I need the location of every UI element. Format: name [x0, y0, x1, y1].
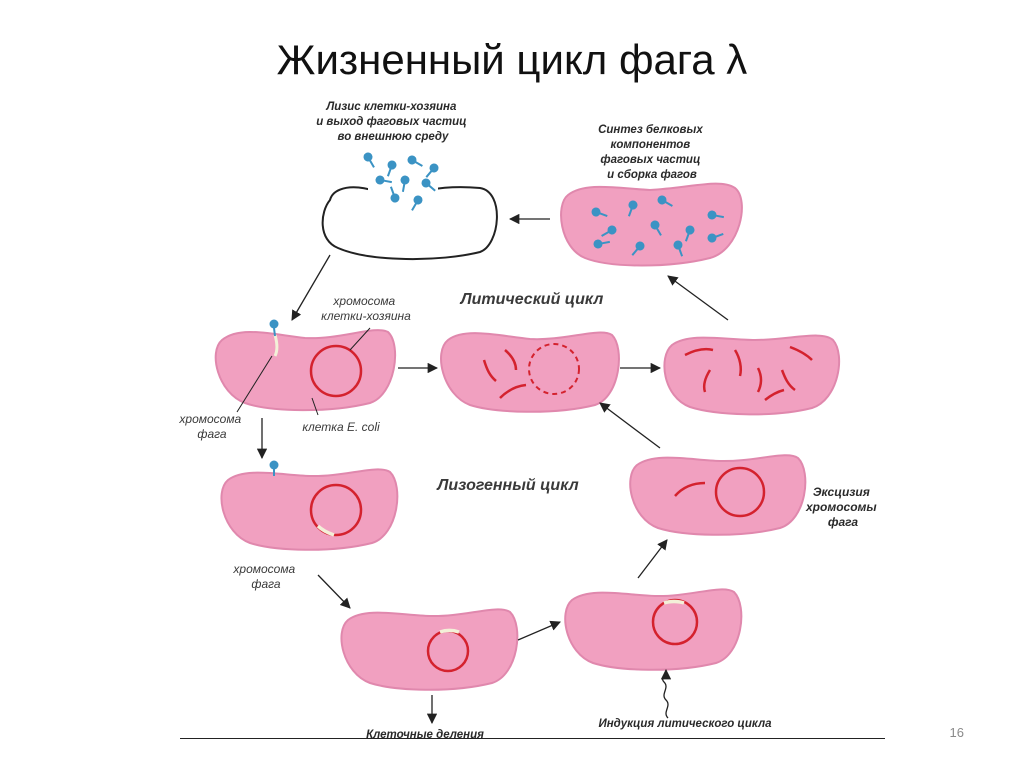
label-lysis: Лизис клетки-хозяина и выход фаговых час…	[316, 101, 470, 143]
slide-title: Жизненный цикл фага λ	[276, 36, 748, 83]
label-induction: Индукция литического цикла	[598, 718, 772, 730]
lysogenic-cell-1	[220, 460, 399, 551]
arrow-division-to-induced	[517, 620, 561, 641]
lysed-cell	[321, 178, 498, 261]
arrow-lysogeny-to-division	[317, 574, 351, 609]
synthesis-cell	[560, 182, 743, 267]
excision-cell	[629, 454, 807, 536]
lytic-cell-1	[440, 331, 620, 413]
label-phage-chromosome-2: хромосома фага	[232, 562, 298, 591]
infected-cell	[214, 319, 397, 412]
footer-divider	[180, 738, 885, 739]
arrow-induced-to-excision	[637, 539, 668, 579]
arrow-induction	[660, 668, 672, 719]
label-lysogenic-cycle: Лизогенный цикл	[436, 477, 578, 494]
label-ecoli-cell: клетка E. coli	[302, 420, 380, 434]
arrow-excision-to-lytic	[599, 402, 661, 449]
page-number: 16	[949, 725, 964, 740]
label-lytic-cycle: Литический цикл	[460, 291, 604, 308]
arrow-replication-to-synthesis	[667, 275, 729, 321]
induced-cell	[564, 588, 743, 671]
cycle-arrows	[256, 213, 729, 725]
arrow-lysis-to-infection	[291, 254, 331, 321]
leader-lines	[236, 327, 371, 416]
label-host-chromosome: хромосома клетки-хозяина	[321, 294, 411, 323]
label-cell-division: Клеточные деления	[366, 729, 484, 741]
label-phage-chromosome-1: хромосома фага	[178, 412, 244, 441]
lytic-cell-2	[663, 334, 841, 416]
dividing-cell	[340, 608, 519, 691]
label-excision: Эксцизия хромосомы фага	[805, 485, 880, 529]
label-synthesis: Синтез белковых компонентов фаговых част…	[598, 124, 706, 181]
